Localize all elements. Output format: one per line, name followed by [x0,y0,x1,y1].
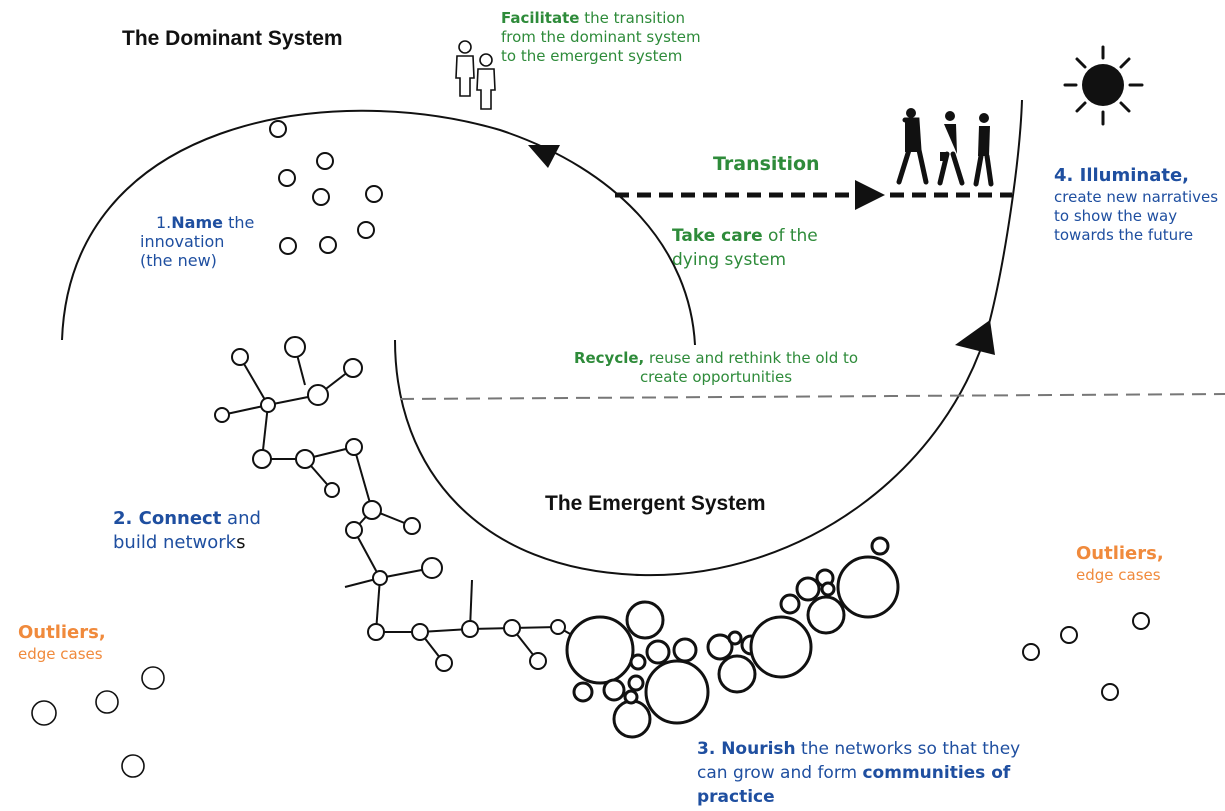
illuminate-step-text: 4. Illuminate, create new narratives to … [1054,164,1218,245]
people-icon [455,40,496,110]
outlier-dots-left [31,666,165,778]
nourish-step-line-1: the networks so that they [795,739,1021,759]
outliers-right-title: Outliers, [1076,543,1164,564]
name-step-line-2: innovation [140,232,225,251]
illuminate-step-line-3: towards the future [1054,226,1194,244]
connect-step-line-2: build network [113,532,237,553]
name-step-bold: Name [171,213,223,232]
network-edges [221,346,599,664]
nourish-step-line-2: can grow and form [697,763,863,783]
nourish-step-line-3-bold: practice [697,787,775,807]
outlier-dots-right [1022,612,1150,701]
name-step-line-3: (the new) [140,251,217,270]
community-bubbles [565,536,900,739]
transition-label: Transition [713,153,820,175]
outliers-right-text: Outliers, edge cases [1076,542,1164,585]
outliers-right-sub: edge cases [1076,566,1161,584]
facilitate-line-1: the transition [579,9,686,27]
take-care-line-2: dying system [672,250,787,270]
connect-step-line-2-end: s [236,532,246,553]
facilitate-line-2: from the dominant system [501,28,701,46]
recycle-text: Recycle, reuse and rethink the old to cr… [566,349,866,387]
innovation-dots [269,120,383,255]
take-care-bold: Take care [672,226,763,246]
dominant-system-curve [61,109,696,346]
dominant-arrow-head-icon [528,145,560,168]
take-care-line-1: of the [762,226,818,246]
name-step-number: 1. [156,213,172,232]
outliers-left-sub: edge cases [18,645,103,663]
transition-arrow-head-icon [855,180,885,210]
facilitate-line-3: to the emergent system [501,47,683,65]
name-step-line-1: the [222,213,255,232]
outliers-left-text: Outliers, edge cases [18,621,106,664]
recycle-line-1: reuse and rethink the old to [644,349,859,367]
network-nodes [214,336,566,672]
facilitate-bold: Facilitate [501,9,580,27]
illuminate-step-bold: 4. Illuminate, [1054,165,1190,186]
outliers-left-title: Outliers, [18,622,106,643]
walking-people-icon [896,108,994,187]
connect-step-bold: 2. Connect [113,508,222,529]
take-care-text: Take care of the dying system [672,224,818,272]
illuminate-step-line-2: to show the way [1054,207,1178,225]
sun-icon [1063,45,1144,126]
system-divider [399,393,1225,400]
emergent-system-title: The Emergent System [545,492,766,515]
emergent-arrow-head-icon [955,320,995,355]
illuminate-step-line-1: create new narratives [1054,188,1219,206]
nourish-step-line-2-bold: communities of [862,763,1011,783]
nourish-step-text: 3. Nourish the networks so that they can… [697,737,1020,809]
emergent-system-curve [394,99,1023,577]
connect-step-text: 2. Connect and build networks [113,507,261,555]
nourish-step-bold: 3. Nourish [697,739,796,759]
facilitate-text: Facilitate the transition from the domin… [501,9,701,66]
recycle-line-2: create opportunities [639,368,793,386]
name-step-text: 1.Name the innovation (the new) [140,213,254,270]
connect-step-line-1: and [221,508,261,529]
dominant-system-title: The Dominant System [122,27,343,50]
recycle-bold: Recycle, [573,349,645,367]
